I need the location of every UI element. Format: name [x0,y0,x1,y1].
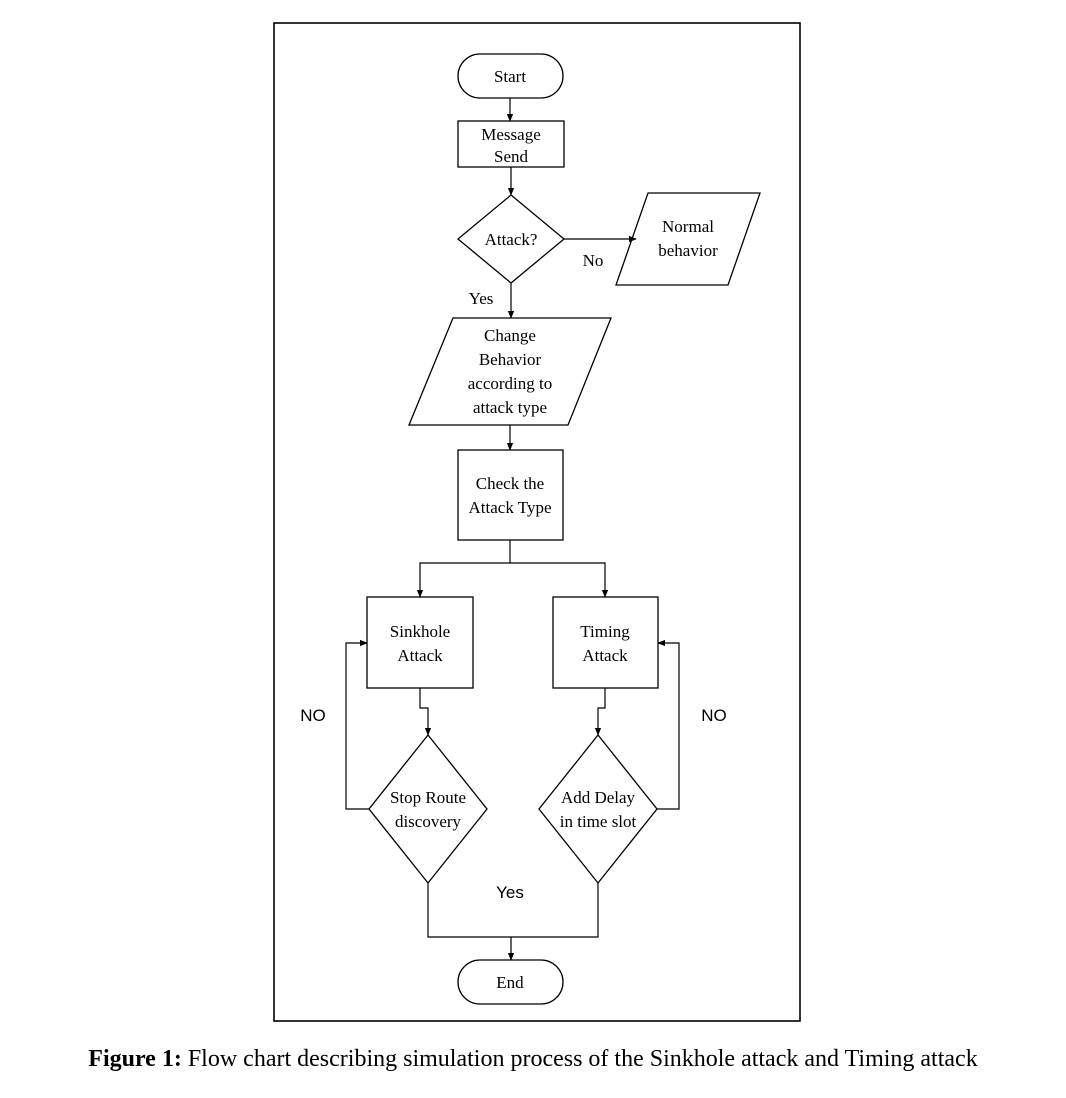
end-label: End [496,973,524,992]
sinkhole-attack-line-1: Sinkhole [390,622,450,641]
arrow-timing-to-add-delay [594,688,606,736]
stop-route-discovery-diamond [368,733,488,885]
yes-branch-label: Yes [469,289,494,308]
change-behavior-line-2: Behavior [479,350,542,369]
timing-attack-box [552,596,659,689]
add-delay-line-1: Add Delay [561,788,636,807]
message-send-line-2: Send [494,147,529,166]
no-branch-label: No [583,251,604,270]
timing-loop-no-label: NO [701,706,727,725]
arrow-check-to-timing [510,562,609,598]
timing-attack-line-1: Timing [580,622,630,641]
change-behavior-line-3: according to [468,374,553,393]
message-send-line-1: Message [481,125,540,144]
stop-route-discovery-line-1: Stop Route [390,788,466,807]
check-attack-type-line-1: Check the [476,474,544,493]
merge-yes-label: Yes [496,883,524,902]
normal-behavior-line-1: Normal [662,217,714,236]
arrow-timing-no-loop [657,639,680,810]
change-behavior-shape [408,317,612,426]
change-behavior-line-1: Change [484,326,536,345]
figure-caption: Figure 1: Flow chart describing simulati… [0,1046,1066,1073]
start-label: Start [494,67,526,86]
normal-behavior-line-2: behavior [658,241,718,260]
figure-caption-label: Figure 1: [88,1046,182,1072]
message-send-box [457,120,565,168]
diagram-frame [273,22,801,1022]
sinkhole-loop-no-label: NO [300,706,326,725]
stop-route-discovery-line-2: discovery [395,812,462,831]
change-behavior-line-4: attack type [473,398,547,417]
check-attack-type-line-2: Attack Type [469,498,552,517]
sinkhole-attack-line-2: Attack [397,646,443,665]
arrow-sinkhole-to-stop-route [419,688,432,736]
sinkhole-attack-box [366,596,474,689]
merge-line-yes [427,883,599,938]
arrow-sinkhole-no-loop [345,639,369,810]
attack-decision-label: Attack? [485,230,538,249]
timing-attack-line-2: Attack [582,646,628,665]
normal-behavior-shape [615,192,761,286]
check-attack-type-box [457,449,564,541]
add-delay-diamond [538,733,658,885]
arrow-check-to-sinkhole [416,540,511,598]
figure-caption-text: Flow chart describing simulation process… [187,1046,978,1072]
add-delay-line-2: in time slot [560,812,637,831]
